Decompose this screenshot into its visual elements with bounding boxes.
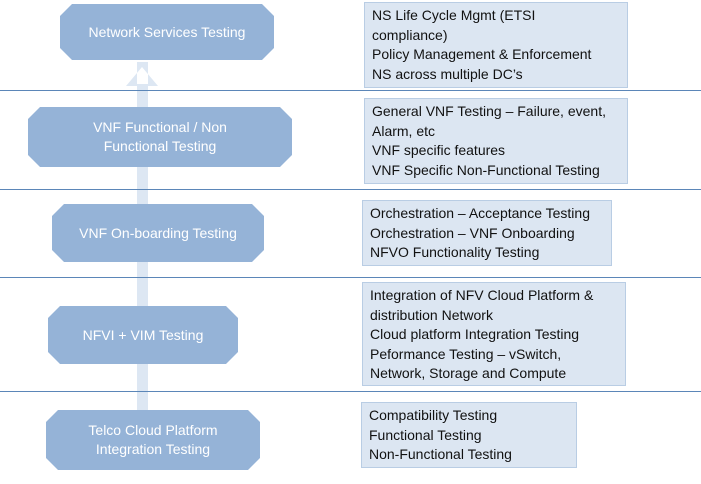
stage-label: VNF On-boarding Testing (79, 224, 237, 241)
detail-item: Orchestration – Acceptance Testing (370, 205, 590, 221)
detail-item: NS across multiple DC’s (372, 65, 523, 82)
stage-label: Network Services Testing (88, 23, 246, 40)
stage-vnf-functional-testing: VNF Functional / Non Functional Testing (28, 107, 292, 167)
detail-item: Compatibility Testing (369, 407, 498, 423)
detail-item: Peformance Testing – vSwitch, (370, 345, 562, 362)
detail-item: distribution Network (370, 306, 493, 323)
detail-item: VNF Specific Non-Functional Testing (372, 161, 600, 178)
detail-item: VNF specific features (372, 142, 506, 158)
detail-item: Cloud platform Integration Testing (370, 326, 580, 342)
stage-label: Telco Cloud Platform Integration Testing (88, 422, 218, 457)
details-vnf-onboarding: Orchestration – Acceptance Testing Orche… (362, 200, 612, 266)
row-divider (0, 277, 701, 278)
detail-item: Functional Testing (369, 426, 482, 443)
detail-item: Network, Storage and Compute (370, 365, 567, 381)
stage-nfvi-vim-testing: NFVI + VIM Testing (48, 306, 238, 364)
detail-item: compliance) (372, 26, 448, 43)
detail-item: Alarm, etc (372, 122, 436, 139)
row-divider (0, 391, 701, 392)
details-vnf-functional: General VNF Testing – Failure, event, Al… (364, 98, 628, 184)
stage-label: VNF Functional / Non Functional Testing (93, 119, 227, 154)
detail-item: NFVO Functionality Testing (370, 244, 540, 260)
detail-item: Orchestration – VNF Onboarding (370, 224, 575, 241)
stage-telco-cloud-platform-testing: Telco Cloud Platform Integration Testing (46, 410, 260, 470)
detail-item: Policy Management & Enforcement (372, 46, 592, 62)
detail-item: General VNF Testing – Failure, event, (372, 103, 606, 119)
detail-item: Non-Functional Testing (369, 446, 512, 462)
details-nfvi-vim: Integration of NFV Cloud Platform & dist… (362, 282, 626, 386)
row-divider (0, 90, 701, 91)
stage-vnf-onboarding-testing: VNF On-boarding Testing (52, 204, 264, 262)
detail-item: Integration of NFV Cloud Platform & (370, 287, 594, 303)
up-arrow-shape (126, 62, 158, 86)
stage-label: NFVI + VIM Testing (82, 326, 204, 343)
details-telco-cloud-platform: Compatibility Testing Functional Testing… (361, 402, 577, 468)
row-divider (0, 189, 701, 190)
details-network-services: NS Life Cycle Mgmt (ETSI compliance) Pol… (364, 2, 628, 88)
detail-item: NS Life Cycle Mgmt (ETSI (372, 7, 536, 23)
stage-network-services-testing: Network Services Testing (60, 4, 274, 60)
